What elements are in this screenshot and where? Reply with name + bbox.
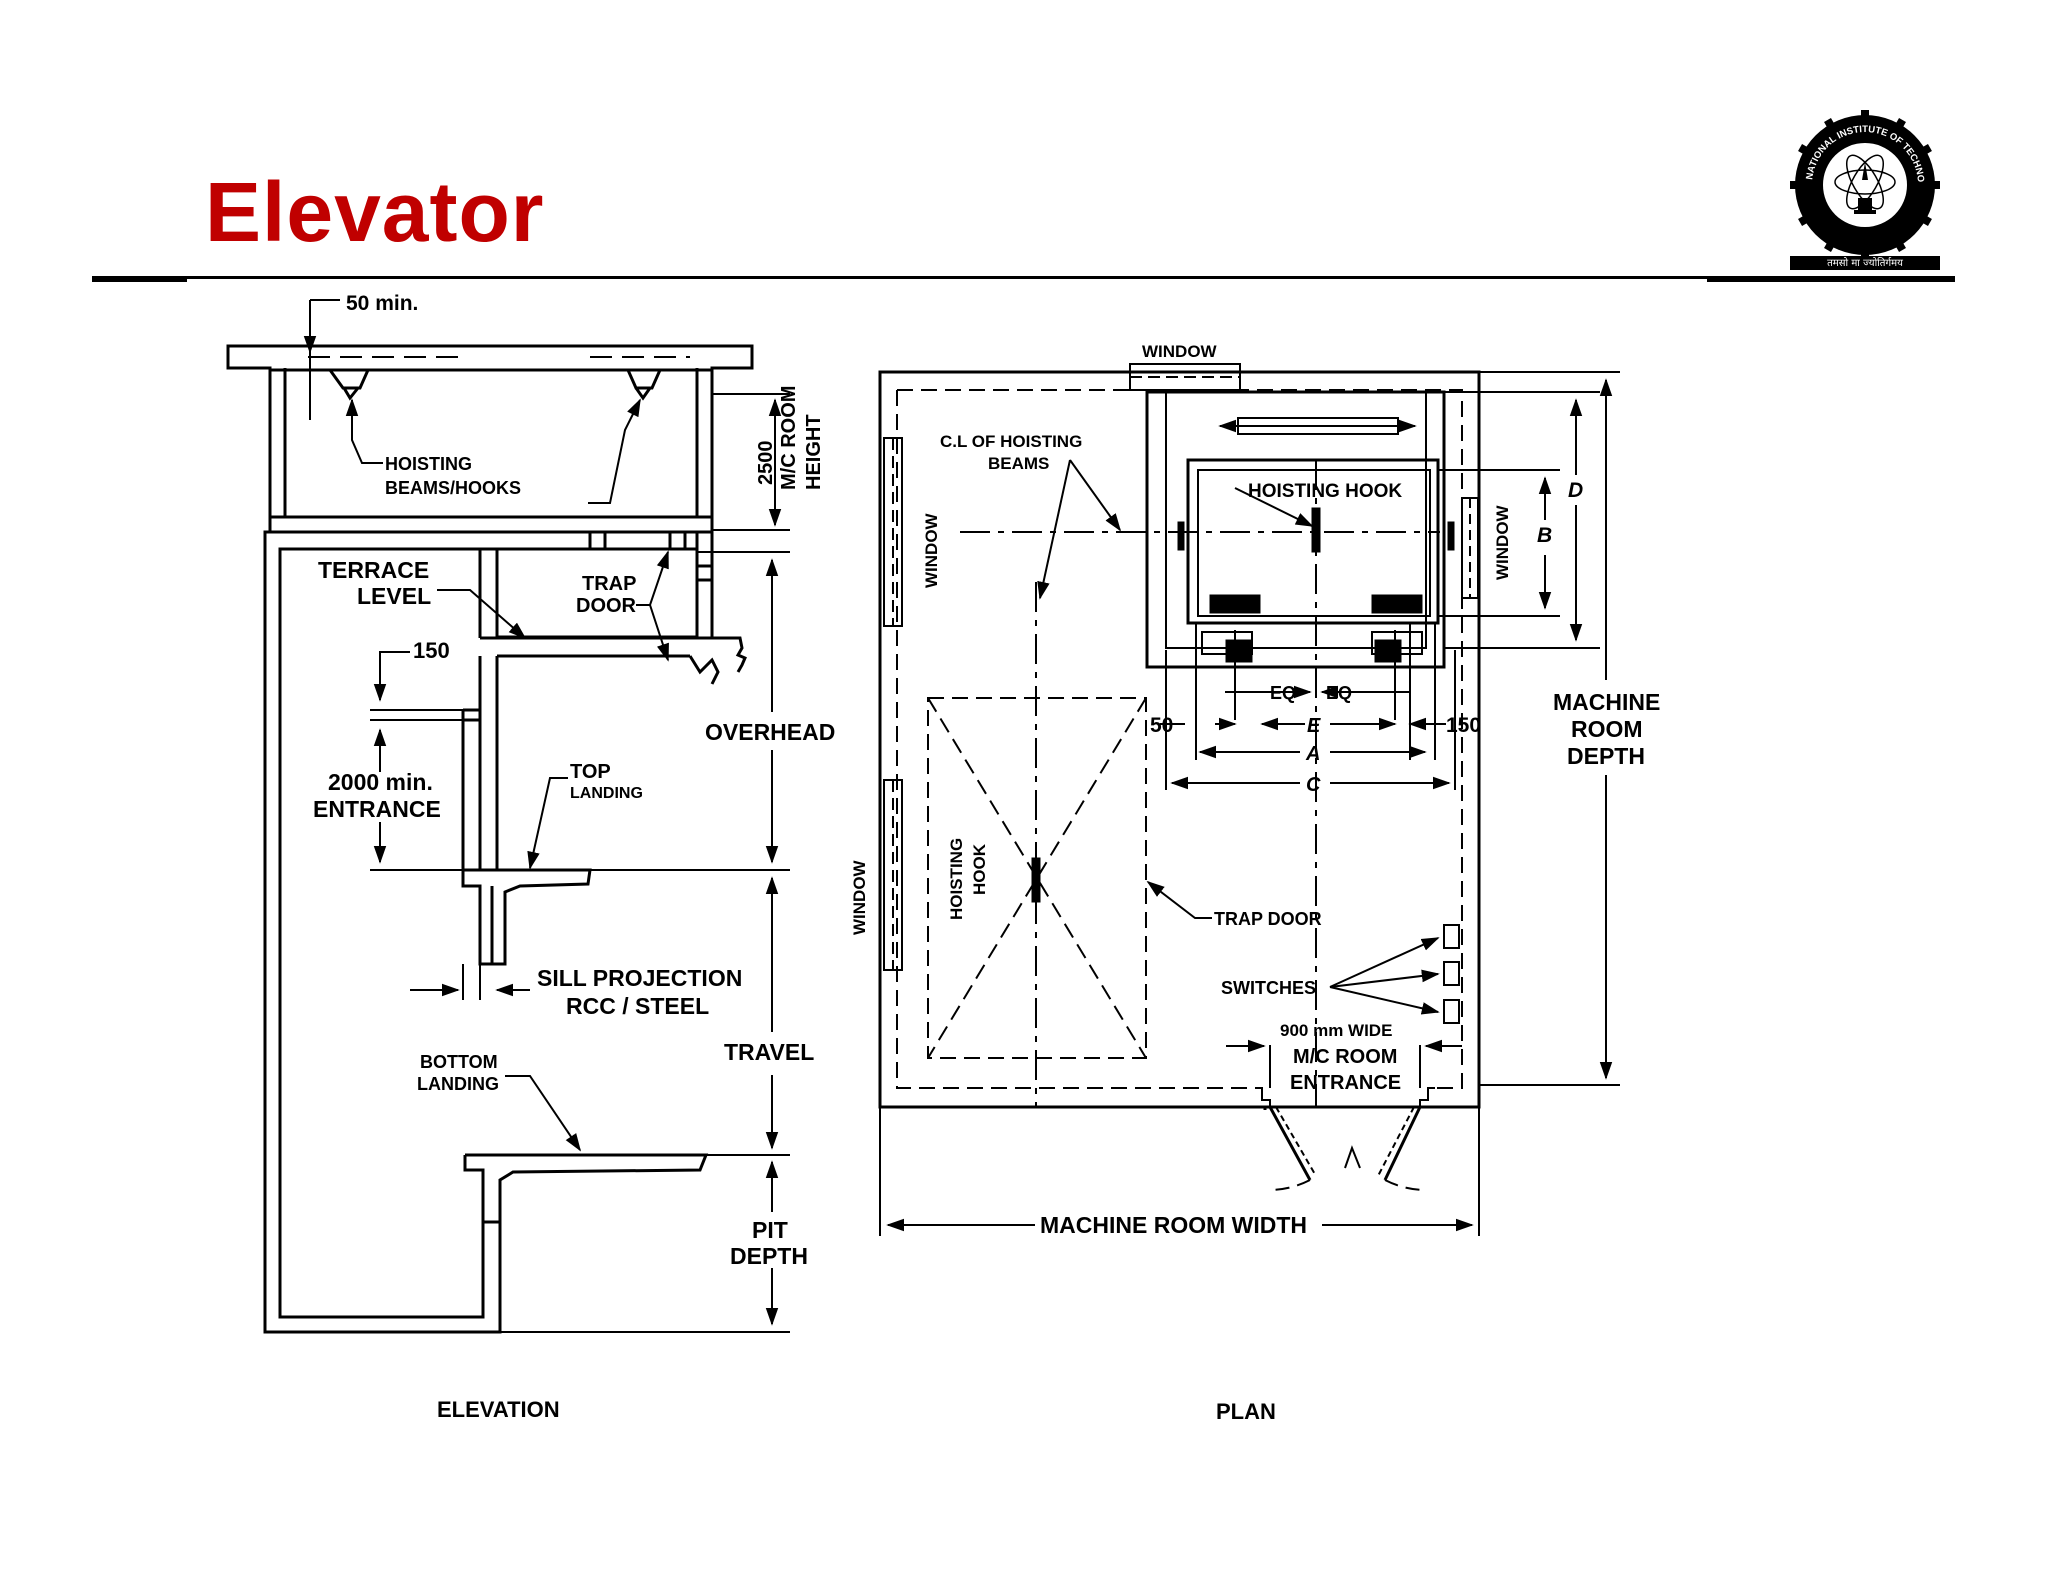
label-trap-door: DOOR <box>576 595 637 617</box>
label-dim-50: 50 <box>1150 714 1173 737</box>
label-cl-beams: BEAMS <box>988 454 1049 473</box>
label-machine: MACHINE <box>1553 689 1660 715</box>
label-overhead: OVERHEAD <box>705 719 835 745</box>
label-sill-projection: SILL PROJECTION <box>537 965 742 991</box>
label-pit-depth: DEPTH <box>730 1243 808 1269</box>
plan-caption: PLAN <box>1216 1399 1276 1424</box>
label-hoisting-hook-vertical: HOISTING <box>947 838 966 920</box>
label-window-left-1: WINDOW <box>922 512 941 588</box>
logo-motto: तमसो मा ज्योतिर्गमय <box>1827 257 1903 269</box>
label-dim-e: E <box>1307 715 1321 737</box>
label-trap-door: TRAP DOOR <box>1214 909 1322 929</box>
label-room: ROOM <box>1571 716 1643 742</box>
label-mc-height: HEIGHT <box>803 414 825 490</box>
plan-view <box>878 363 1481 1192</box>
label-900mm: 900 mm WIDE <box>1280 1021 1392 1040</box>
label-dim-d: D <box>1568 479 1583 502</box>
label-depth: DEPTH <box>1567 743 1645 769</box>
plan-dimensions <box>879 371 1620 1236</box>
title-rule <box>95 276 1955 279</box>
label-window-top: WINDOW <box>1142 342 1218 361</box>
label-mc-room: M/C ROOM <box>778 386 800 490</box>
elevation-caption: ELEVATION <box>437 1397 560 1422</box>
label-hoisting-1: HOISTING <box>385 454 472 474</box>
plan-labels: WINDOW C.L OF HOISTING BEAMS HOISTING HO… <box>850 342 1660 1424</box>
label-dim-b: B <box>1537 524 1552 547</box>
label-50-min: 50 min. <box>346 292 418 315</box>
label-machine-room-width: MACHINE ROOM WIDTH <box>1040 1212 1307 1238</box>
logo-bottom-text: CALICUT <box>1846 213 1886 227</box>
label-2500: 2500 <box>755 441 777 486</box>
institute-logo: NATIONAL INSTITUTE OF TECHNOLOGY CALICUT… <box>1790 110 1940 270</box>
label-window-right: WINDOW <box>1493 504 1512 580</box>
label-eq-2: EQ <box>1326 683 1352 703</box>
label-terrace: TERRACE <box>318 557 429 583</box>
label-eq-1: EQ <box>1270 683 1296 703</box>
label-entrance: ENTRANCE <box>1290 1072 1401 1094</box>
label-rcc-steel: RCC / STEEL <box>566 993 709 1019</box>
slide-title: Elevator <box>205 165 545 259</box>
label-hoisting-hook: HOISTING HOOK <box>1248 481 1402 502</box>
elevation-dimensions <box>303 299 790 1333</box>
label-window-left-2: WINDOW <box>850 859 869 935</box>
label-terrace-level: LEVEL <box>357 583 431 609</box>
label-cl-hoisting: C.L OF HOISTING <box>940 432 1082 451</box>
label-bottom-landing: LANDING <box>417 1074 499 1094</box>
label-150: 150 <box>413 638 450 663</box>
logo-gear-icon <box>1790 110 1940 260</box>
title-rule-right-accent <box>1707 276 1955 282</box>
label-dim-c: C <box>1306 774 1321 796</box>
label-top: TOP <box>570 761 611 783</box>
label-2000-min: 2000 min. <box>328 769 433 795</box>
elevation-labels: 50 min. HOISTING BEAMS/HOOKS 2500 M/C RO… <box>313 292 835 1422</box>
label-bottom: BOTTOM <box>420 1052 498 1072</box>
label-hook-vertical: HOOK <box>970 843 989 895</box>
label-dim-150: 150 <box>1446 714 1481 737</box>
label-dim-a: A <box>1305 743 1320 765</box>
label-top-landing: LANDING <box>570 785 643 802</box>
label-hoisting-2: BEAMS/HOOKS <box>385 478 521 498</box>
label-trap: TRAP <box>582 573 636 595</box>
label-mc-room: M/C ROOM <box>1293 1046 1397 1068</box>
label-entrance: ENTRANCE <box>313 796 441 822</box>
label-pit: PIT <box>752 1217 788 1243</box>
title-rule-left-accent <box>92 276 187 282</box>
label-travel: TRAVEL <box>724 1039 814 1065</box>
elevation-view <box>226 344 754 1334</box>
label-switches: SWITCHES <box>1221 978 1316 998</box>
svg-text:CALICUT: CALICUT <box>1846 213 1886 227</box>
